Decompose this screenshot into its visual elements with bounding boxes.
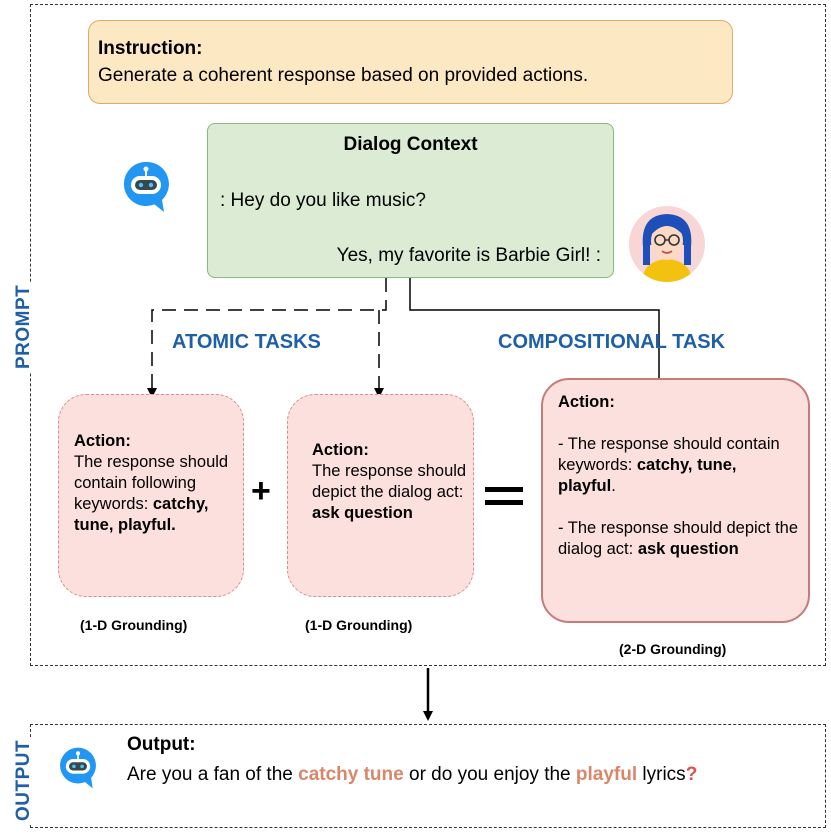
action-description: The response should depict the dialog ac… — [312, 462, 467, 501]
question-mark-highlight: ? — [685, 764, 698, 785]
output-title: Output: — [127, 734, 196, 755]
action-title: Action: — [74, 432, 131, 450]
action-title: Action: — [312, 441, 369, 459]
keyword-highlight: catchy tune — [298, 764, 404, 785]
caption-1d-grounding: (1-D Grounding) — [305, 617, 413, 633]
action-text: The response should depict the dialog ac… — [312, 461, 467, 524]
action-item-keywords: - The response should contain keywords: … — [558, 435, 780, 495]
plus-operator: + — [251, 472, 271, 510]
instruction-title: Instruction: — [98, 38, 203, 59]
instruction-text: Generate a coherent response based on pr… — [98, 65, 589, 86]
bot-utterance: : Hey do you like music? — [220, 190, 426, 211]
caption-1d-grounding: (1-D Grounding) — [80, 617, 188, 633]
action-keywords: catchy, tune, playful. — [74, 495, 209, 534]
output-text: Are you a fan of the catchy tune or do y… — [127, 764, 698, 785]
action-box-keywords: Action: The response should contain foll… — [58, 394, 244, 597]
action-text: The response should contain following ke… — [74, 452, 239, 536]
robot-icon — [58, 746, 98, 795]
compositional-task-heading: COMPOSITIONAL TASK — [498, 331, 726, 353]
action-dialog-act: ask question — [312, 504, 413, 522]
action-box-composite: Action: - The response should contain ke… — [541, 378, 810, 623]
user-avatar-icon — [628, 205, 706, 288]
dialog-title: Dialog Context — [343, 134, 478, 155]
user-utterance: Yes, my favorite is Barbie Girl! : — [336, 245, 601, 266]
instruction-box: Instruction: Generate a coherent respons… — [88, 20, 733, 104]
equals-operator: = — [485, 487, 523, 510]
keyword-highlight: playful — [575, 764, 638, 785]
dialog-context-box: Dialog Context : Hey do you like music? … — [207, 123, 614, 278]
atomic-tasks-heading: ATOMIC TASKS — [172, 331, 321, 353]
action-box-dialog-act: Action: The response should depict the d… — [287, 394, 474, 597]
action-description: The response should contain following ke… — [74, 453, 229, 513]
action-item-dialog-act: - The response should depict the dialog … — [558, 519, 799, 558]
robot-icon — [122, 160, 170, 219]
action-title: Action: — [558, 393, 615, 411]
caption-2d-grounding: (2-D Grounding) — [619, 641, 727, 657]
